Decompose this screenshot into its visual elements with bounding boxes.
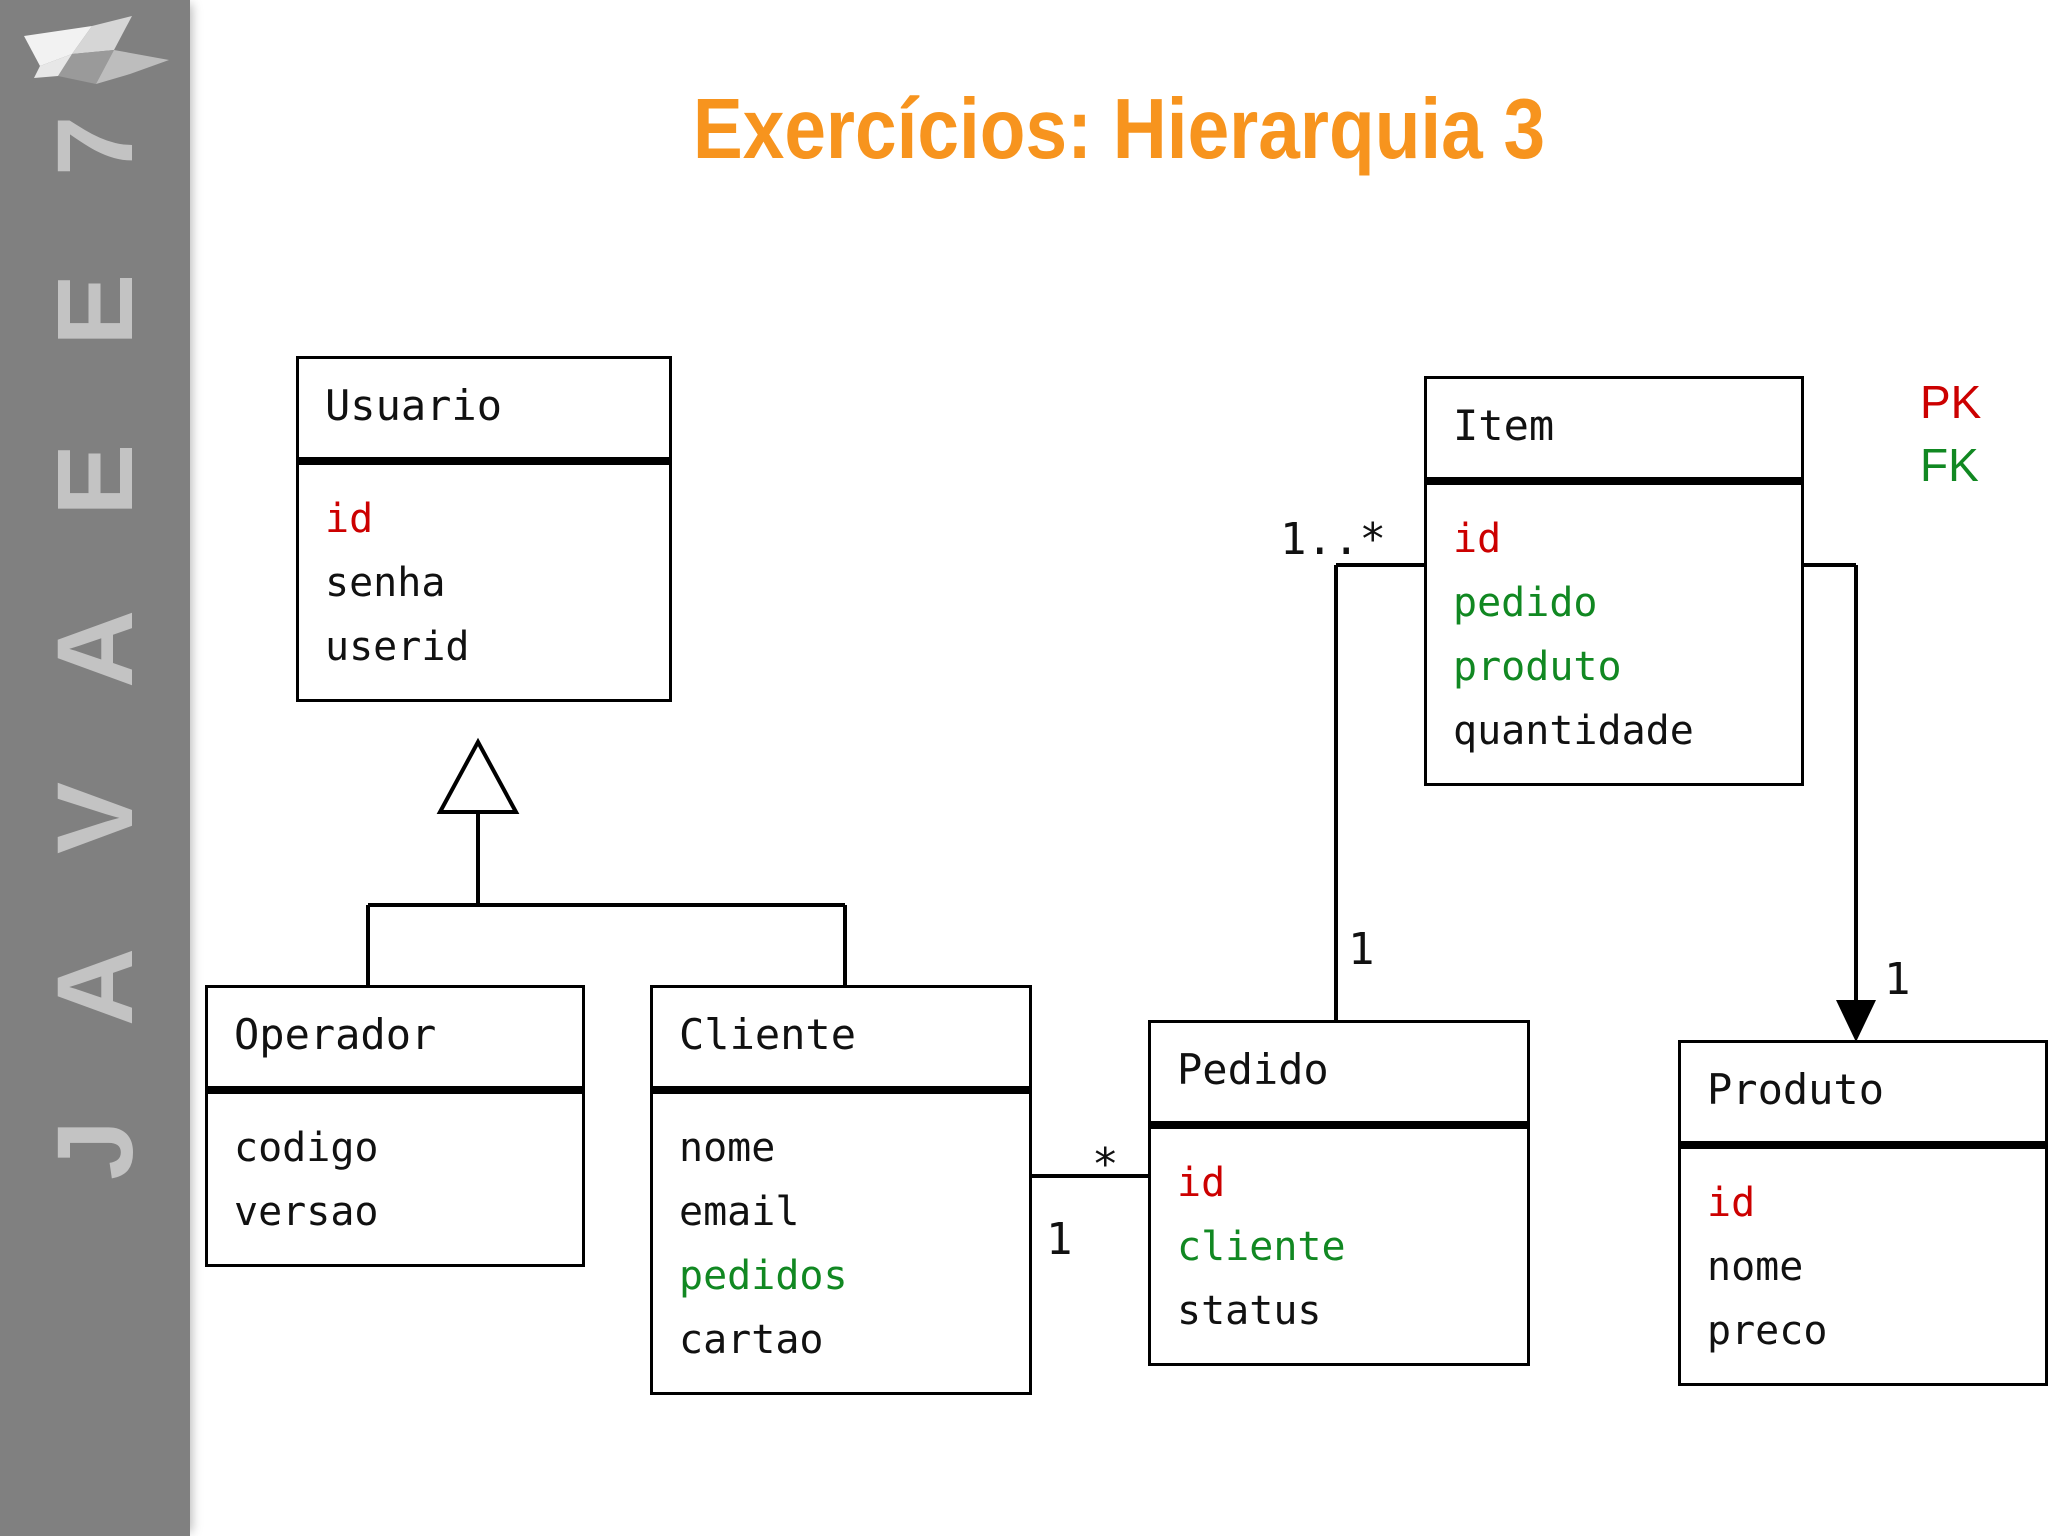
uml-attribute-list: id pedido produto quantidade <box>1427 485 1801 783</box>
uml-class-divider <box>1681 1141 2045 1149</box>
uml-class-pedido[interactable]: Pedido id cliente status <box>1148 1020 1530 1366</box>
uml-attribute-senha: senha <box>325 560 446 606</box>
association-arrowhead-produto <box>1836 1000 1876 1042</box>
uml-class-produto[interactable]: Produto id nome preco <box>1678 1040 2048 1386</box>
uml-class-divider <box>653 1086 1029 1094</box>
uml-attribute-preco: preco <box>1707 1308 1828 1354</box>
uml-attribute-list: id nome preco <box>1681 1149 2045 1383</box>
uml-class-name: Item <box>1453 401 1555 450</box>
uml-class-item[interactable]: Item id pedido produto quantidade <box>1424 376 1804 786</box>
uml-attribute-userid: userid <box>325 624 470 670</box>
uml-class-name: Usuario <box>325 381 503 430</box>
pinwheel-logo-icon <box>24 16 169 84</box>
uml-class-usuario[interactable]: Usuario id senha userid <box>296 356 672 702</box>
page-title: Exercícios: Hierarquia 3 <box>692 82 1546 177</box>
multiplicity-produto-one: 1 <box>1884 954 1911 1005</box>
sidebar-rail-label: J A V A E E 7 <box>34 81 155 1180</box>
uml-attribute-id: id <box>325 496 374 542</box>
sidebar-branding-rail: J A V A E E 7 <box>0 0 190 1536</box>
uml-attribute-versao: versao <box>234 1189 379 1235</box>
multiplicity-cliente-one: 1 <box>1046 1214 1073 1265</box>
uml-attribute-codigo: codigo <box>234 1125 379 1171</box>
uml-attribute-id: id <box>1177 1160 1226 1206</box>
uml-attribute-list: id senha userid <box>299 465 669 699</box>
uml-attribute-pedido: pedido <box>1453 580 1598 626</box>
uml-class-name: Produto <box>1707 1065 1885 1114</box>
uml-class-name: Operador <box>234 1010 437 1059</box>
multiplicity-pedido-many: * <box>1092 1139 1119 1190</box>
uml-class-divider <box>1427 477 1801 485</box>
uml-attribute-produto: produto <box>1453 644 1622 690</box>
uml-class-divider <box>299 457 669 465</box>
uml-attribute-email: email <box>679 1189 800 1235</box>
uml-attribute-quantidade: quantidade <box>1453 708 1694 754</box>
uml-attribute-nome: nome <box>1707 1244 1804 1290</box>
uml-class-operador[interactable]: Operador codigo versao <box>205 985 585 1267</box>
uml-attribute-list: id cliente status <box>1151 1129 1527 1363</box>
multiplicity-item-pedido-many: 1..* <box>1280 514 1386 565</box>
legend-fk: FK <box>1920 439 1979 491</box>
uml-class-name: Cliente <box>679 1010 857 1059</box>
uml-attribute-cliente: cliente <box>1177 1224 1346 1270</box>
uml-attribute-pedidos: pedidos <box>679 1253 848 1299</box>
uml-class-name: Pedido <box>1177 1045 1329 1094</box>
uml-class-cliente[interactable]: Cliente nome email pedidos cartao <box>650 985 1032 1395</box>
uml-attribute-cartao: cartao <box>679 1317 824 1363</box>
uml-class-divider <box>1151 1121 1527 1129</box>
uml-attribute-id: id <box>1707 1180 1756 1226</box>
uml-attribute-list: nome email pedidos cartao <box>653 1094 1029 1392</box>
generalization-arrowhead <box>436 737 520 814</box>
uml-attribute-nome: nome <box>679 1125 776 1171</box>
uml-attribute-list: codigo versao <box>208 1094 582 1264</box>
legend-pk: PK <box>1920 376 1982 428</box>
uml-attribute-status: status <box>1177 1288 1322 1334</box>
multiplicity-pedido-one: 1 <box>1348 924 1375 975</box>
uml-class-divider <box>208 1086 582 1094</box>
uml-attribute-id: id <box>1453 516 1502 562</box>
